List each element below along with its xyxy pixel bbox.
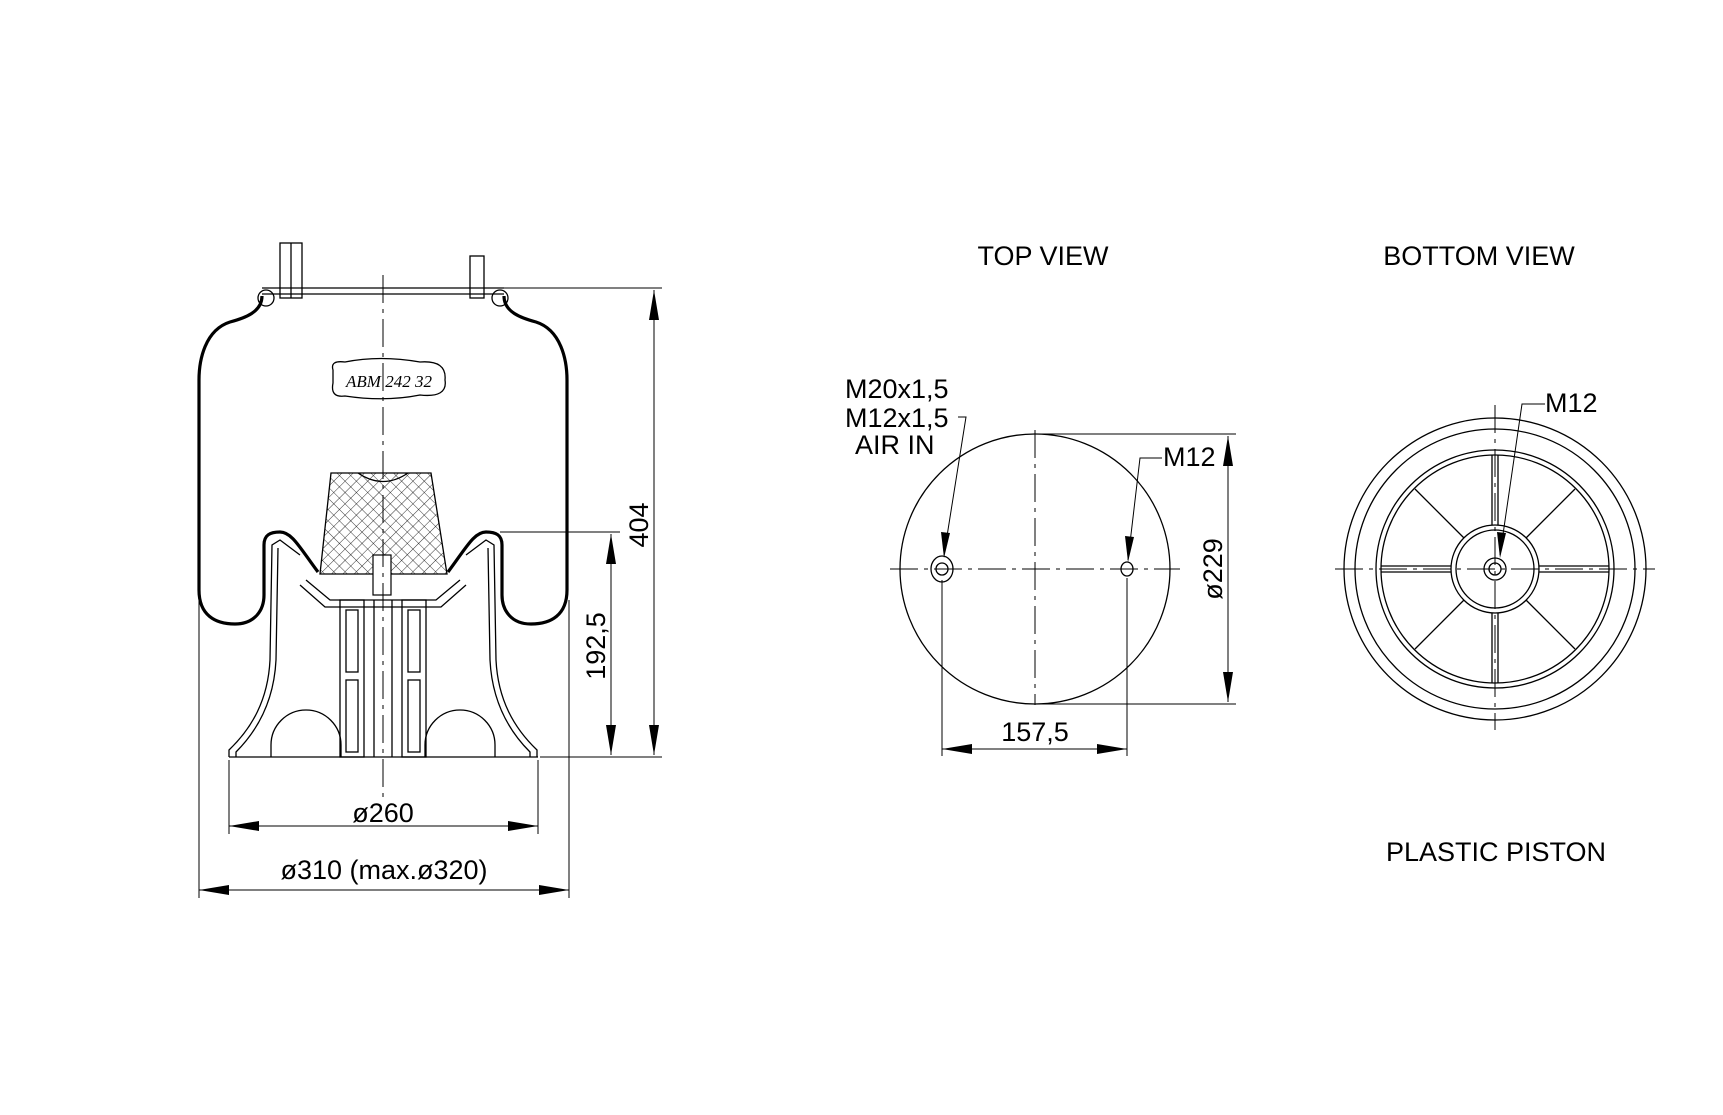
bottom-stud-label: M12 bbox=[1545, 388, 1598, 418]
bottom-view: BOTTOM VIEW M12 PLASTIC PISTON bbox=[1335, 241, 1655, 867]
top-view: TOP VIEW M20x1,5 M12x1,5 AIR IN M12 ø229… bbox=[845, 241, 1236, 756]
center-stud bbox=[372, 554, 392, 596]
port-label-3: AIR IN bbox=[855, 430, 935, 460]
bottom-view-title: BOTTOM VIEW bbox=[1383, 241, 1575, 271]
height-piston-dim: 192,5 bbox=[581, 612, 611, 680]
side-view: ABM 242 32 404 192,5 ø260 ø310 (max.ø320… bbox=[197, 242, 662, 898]
port-label-1: M20x1,5 bbox=[845, 374, 949, 404]
part-label-frame bbox=[331, 357, 446, 400]
top-view-title: TOP VIEW bbox=[977, 241, 1109, 271]
height-total-dim: 404 bbox=[624, 502, 654, 547]
bag-diameter-dim: ø310 (max.ø320) bbox=[280, 855, 487, 885]
port-label-2: M12x1,5 bbox=[845, 403, 949, 433]
bump-stop bbox=[319, 472, 448, 575]
piston-diameter-dim: ø260 bbox=[352, 798, 414, 828]
piston-ribs bbox=[1381, 455, 1609, 683]
part-label: ABM 242 32 bbox=[345, 372, 432, 391]
stud-hole bbox=[1120, 561, 1134, 577]
stud-label: M12 bbox=[1163, 442, 1216, 472]
stud-spacing-dim: 157,5 bbox=[1001, 717, 1069, 747]
top-diameter-dim: ø229 bbox=[1198, 538, 1228, 600]
right-stud bbox=[469, 255, 485, 299]
plastic-piston-caption: PLASTIC PISTON bbox=[1386, 837, 1606, 867]
